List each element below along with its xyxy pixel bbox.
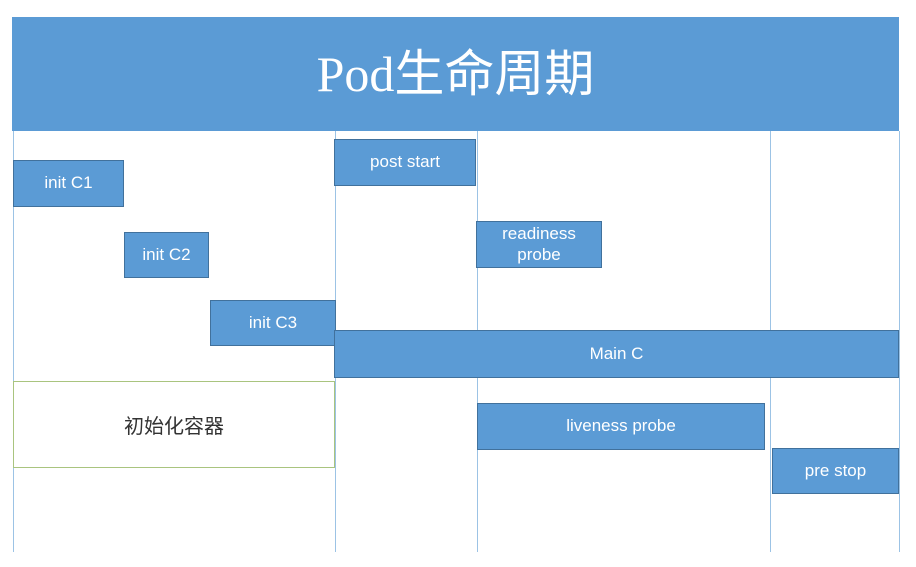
- group-box-init-containers: 初始化容器: [13, 381, 335, 468]
- phase-box-readiness-probe[interactable]: readiness probe: [476, 221, 602, 268]
- phase-box-label-pre-stop: pre stop: [804, 460, 867, 480]
- phase-box-label-init-c2: init C2: [142, 244, 191, 264]
- phase-box-init-c2[interactable]: init C2: [124, 232, 209, 278]
- phase-box-init-c3[interactable]: init C3: [210, 300, 336, 346]
- group-box-label-init-containers: 初始化容器: [124, 416, 224, 438]
- phase-box-label-readiness-probe: readiness probe: [502, 224, 576, 264]
- phase-box-label-init-c1: init C1: [44, 173, 93, 193]
- guide-end: [899, 131, 900, 552]
- diagram-title-bar: Pod生命周期: [12, 17, 899, 131]
- phase-box-liveness-probe[interactable]: liveness probe: [477, 403, 765, 450]
- diagram-title: Pod生命周期: [316, 45, 595, 102]
- phase-box-pre-stop[interactable]: pre stop: [772, 448, 899, 494]
- phase-box-main-c[interactable]: Main C: [334, 330, 899, 378]
- phase-box-label-main-c: Main C: [589, 343, 644, 363]
- phase-box-init-c1[interactable]: init C1: [13, 160, 124, 207]
- guide-start: [13, 131, 14, 552]
- phase-box-label-init-c3: init C3: [248, 312, 298, 332]
- phase-box-label-liveness-probe: liveness probe: [566, 416, 676, 436]
- phase-box-label-post-start: post start: [370, 152, 440, 172]
- phase-box-post-start[interactable]: post start: [334, 139, 476, 186]
